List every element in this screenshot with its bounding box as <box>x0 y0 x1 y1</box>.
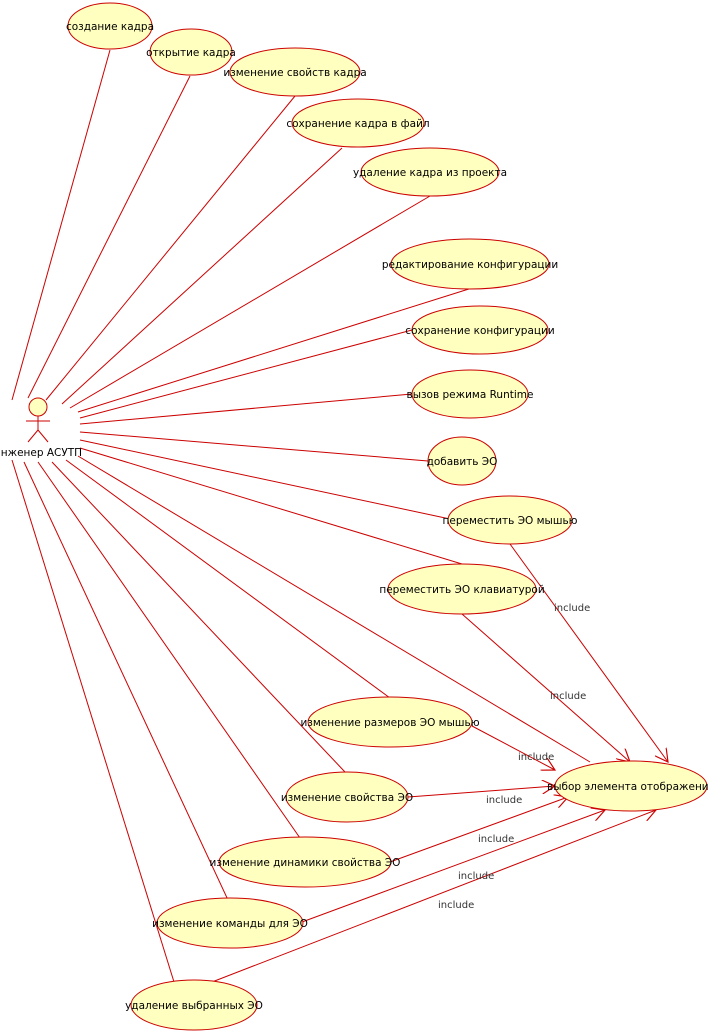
include-label: include <box>554 603 590 614</box>
use-case-delete-elements[interactable]: удаление выбранных ЭО <box>125 979 263 1031</box>
use-case-element-property[interactable]: изменение свойства ЭО <box>281 771 413 823</box>
association-line <box>79 439 451 520</box>
associations <box>11 49 591 983</box>
association-line <box>79 447 463 565</box>
use-case-element-command[interactable]: изменение команды для ЭО <box>152 897 308 949</box>
use-case-create-frame[interactable]: создание кадра <box>66 2 154 50</box>
use-case-label: удаление выбранных ЭО <box>125 1000 263 1012</box>
use-cases: создание кадра открытие кадра изменение … <box>66 2 708 1031</box>
use-case-edit-config[interactable]: редактирование конфигурации <box>382 238 558 290</box>
use-case-delete-frame[interactable]: удаление кадра из проекта <box>353 147 507 197</box>
use-case-label: удаление кадра из проекта <box>353 167 507 179</box>
include-label: include <box>518 752 554 763</box>
use-case-label: переместить ЭО клавиатурой <box>379 584 544 596</box>
association-line <box>79 329 413 419</box>
association-line <box>69 195 431 409</box>
use-case-label: изменение размеров ЭО мышью <box>300 717 479 729</box>
association-line <box>65 459 391 699</box>
use-case-label: добавить ЭО <box>427 456 498 468</box>
association-line <box>61 147 343 405</box>
use-case-label: вызов режима Runtime <box>407 389 534 401</box>
use-case-move-mouse[interactable]: переместить ЭО мышью <box>443 495 578 545</box>
use-case-label: выбор элемента отображения <box>547 781 708 793</box>
association-line <box>11 459 175 983</box>
association-line <box>51 461 346 773</box>
include-label: include <box>550 691 586 702</box>
include-line <box>389 797 568 863</box>
association-line <box>37 461 301 839</box>
association-line <box>23 461 229 901</box>
association-line <box>77 455 591 763</box>
include-label: include <box>478 834 514 845</box>
include-line <box>407 786 555 798</box>
include-labels: include include include include include … <box>438 603 590 911</box>
association-line <box>45 95 296 401</box>
actor-label: инженер АСУТП <box>0 447 82 459</box>
include-label: include <box>438 900 474 911</box>
include-label: include <box>486 795 522 806</box>
use-case-runtime[interactable]: вызов режима Runtime <box>407 369 534 419</box>
include-line <box>211 810 656 983</box>
include-line <box>471 725 555 770</box>
association-line <box>11 49 111 401</box>
use-case-select-element[interactable]: выбор элемента отображения <box>547 760 708 812</box>
use-case-save-frame[interactable]: сохранение кадра в файл <box>286 98 430 148</box>
use-case-add-element[interactable]: добавить ЭО <box>427 436 498 486</box>
use-case-frame-properties[interactable]: изменение свойств кадра <box>223 47 367 97</box>
use-case-label: редактирование конфигурации <box>382 259 558 271</box>
use-case-label: изменение свойств кадра <box>223 67 366 79</box>
use-case-resize-mouse[interactable]: изменение размеров ЭО мышью <box>300 696 480 748</box>
use-case-save-config[interactable]: сохранение конфигурации <box>405 305 555 355</box>
use-case-label: сохранение кадра в файл <box>286 118 429 130</box>
include-line <box>301 810 605 923</box>
use-case-label: переместить ЭО мышью <box>443 515 578 527</box>
use-case-label: создание кадра <box>66 21 154 33</box>
use-case-label: изменение динамики свойства ЭО <box>210 857 401 869</box>
association-line <box>79 393 413 425</box>
actor[interactable]: инженер АСУТП <box>0 397 82 459</box>
include-label: include <box>458 871 494 882</box>
use-case-label: открытие кадра <box>146 47 236 59</box>
include-dependencies <box>211 543 668 983</box>
include-line <box>461 613 630 762</box>
association-line <box>79 431 429 462</box>
use-case-label: изменение команды для ЭО <box>152 918 308 930</box>
association-line <box>77 287 473 413</box>
use-case-label: сохранение конфигурации <box>405 325 554 337</box>
association-line <box>27 75 191 399</box>
include-line <box>509 543 668 762</box>
use-case-label: изменение свойства ЭО <box>281 792 413 804</box>
use-case-open-frame[interactable]: открытие кадра <box>146 28 236 76</box>
stick-figure-icon <box>26 397 50 443</box>
use-case-property-dynamics[interactable]: изменение динамики свойства ЭО <box>210 836 401 888</box>
use-case-move-keyboard[interactable]: переместить ЭО клавиатурой <box>379 563 545 615</box>
